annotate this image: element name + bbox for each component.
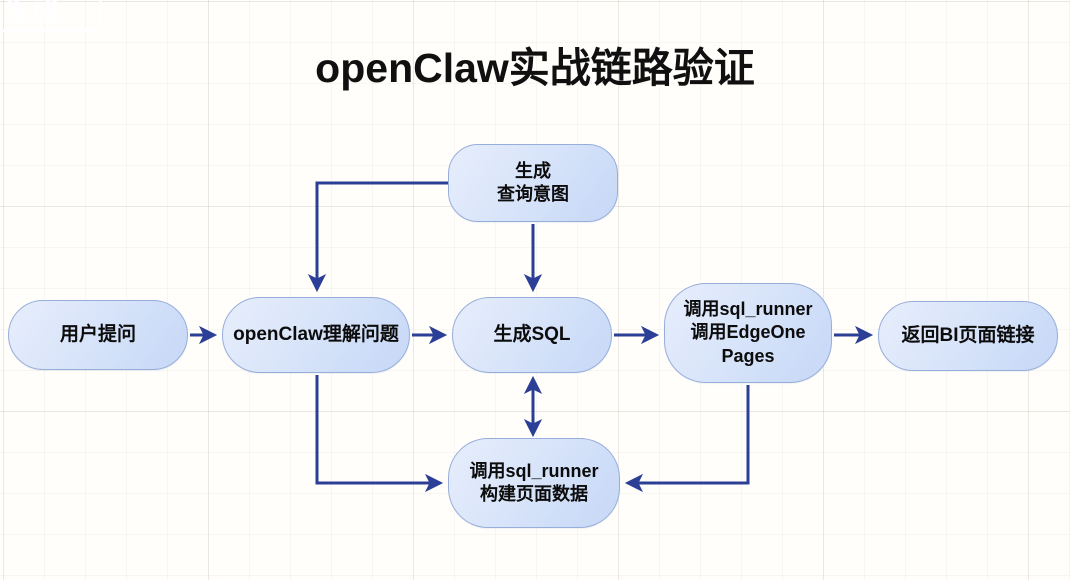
node-label: openClaw理解问题 [233,323,399,345]
node-call-sql-runner-build-page-data[interactable]: 调用sql_runner 构建页面数据 [448,438,620,528]
node-label: 返回BI页面链接 [901,324,1035,346]
node-openclaw-understand-question[interactable]: openClaw理解问题 [222,297,410,373]
node-label: 用户提问 [59,323,136,345]
edge-intent-to-openclaw [307,181,448,293]
node-return-bi-page-link[interactable]: 返回BI页面链接 [878,301,1058,371]
node-generate-sql[interactable]: 生成SQL [452,297,612,373]
node-label: 调用sql_runner 构建页面数据 [469,460,599,504]
node-generate-query-intent[interactable]: 生成 查询意图 [448,144,618,222]
page-title: openClaw实战链路验证 [315,45,755,91]
node-label: 生成SQL [493,323,571,345]
node-user-question[interactable]: 用户提问 [8,300,188,370]
edge-runner-edgeone-to-build-page [624,385,750,493]
node-label: 调用sql_runner 调用EdgeOne Pages [683,299,813,366]
node-call-sql-runner-edgeone-pages[interactable]: 调用sql_runner 调用EdgeOne Pages [664,283,832,383]
edge-openclaw-to-build-page [315,375,444,493]
node-label: 生成 查询意图 [497,160,569,204]
